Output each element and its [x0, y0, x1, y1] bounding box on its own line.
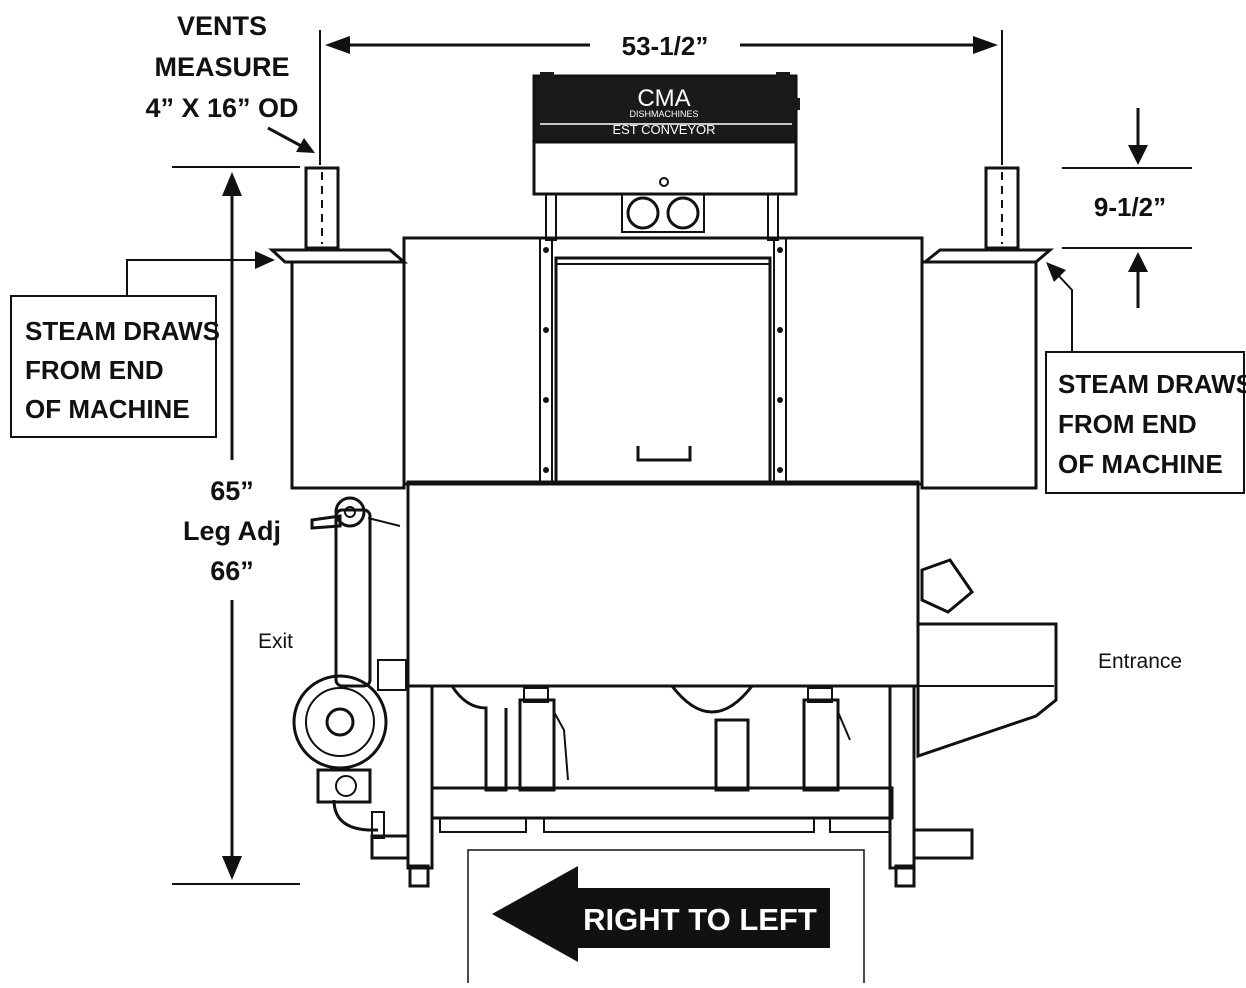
door-handle	[636, 446, 692, 462]
height-line-1: 65”	[210, 476, 254, 506]
model-name: EST CONVEYOR	[612, 122, 715, 137]
vents-line-2: MEASURE	[154, 52, 289, 82]
steam-left-line-3: OF MACHINE	[25, 394, 190, 424]
right-vent	[920, 166, 1055, 264]
direction-label: RIGHT TO LEFT	[583, 902, 817, 937]
direction-banner: RIGHT TO LEFT	[467, 849, 865, 987]
left-end-hood	[290, 260, 406, 490]
entrance-chute	[916, 558, 1058, 759]
steam-note-left: STEAM DRAWS FROM END OF MACHINE	[10, 251, 275, 438]
vent-height-dimension: 9-1/2”	[1062, 108, 1192, 308]
steam-right-line-2: FROM END	[1058, 409, 1197, 439]
brand-subtitle: DISHMACHINES	[629, 109, 698, 119]
vents-line-3: 4” X 16” OD	[145, 93, 298, 123]
gauge-left	[626, 196, 660, 230]
steam-right-line-3: OF MACHINE	[1058, 449, 1223, 479]
left-arrow-icon	[492, 866, 578, 962]
understructure	[370, 684, 974, 888]
left-vent	[268, 166, 409, 264]
steam-note-right: STEAM DRAWS FROM END OF MACHINE	[1045, 262, 1246, 494]
right-end-hood	[920, 260, 1038, 490]
dishmachine: CMA DISHMACHINES EST CONVEYOR	[268, 72, 1058, 888]
height-line-3: 66”	[210, 556, 254, 586]
exit-label: Exit	[258, 630, 293, 653]
drain-motor	[292, 496, 407, 839]
steam-left-line-2: FROM END	[25, 355, 164, 385]
brand-logo: CMA	[637, 85, 690, 112]
center-door	[539, 237, 787, 485]
gauge-right	[666, 196, 700, 230]
vent-height-label: 9-1/2”	[1094, 192, 1166, 222]
width-dimension: 53-1/2”	[319, 30, 1003, 165]
height-line-2: Leg Adj	[183, 516, 281, 546]
lower-tank	[406, 480, 920, 688]
width-dimension-label: 53-1/2”	[622, 31, 709, 61]
upper-body	[402, 236, 924, 486]
steam-left-line-1: STEAM DRAWS	[25, 316, 220, 346]
control-box: CMA DISHMACHINES EST CONVEYOR	[532, 72, 800, 241]
vents-line-1: VENTS	[177, 11, 267, 41]
height-dimension: 65” Leg Adj 66”	[172, 166, 300, 885]
steam-right-line-1: STEAM DRAWS	[1058, 369, 1246, 399]
entrance-label: Entrance	[1098, 650, 1182, 673]
vents-note: VENTS MEASURE 4” X 16” OD	[145, 11, 315, 153]
